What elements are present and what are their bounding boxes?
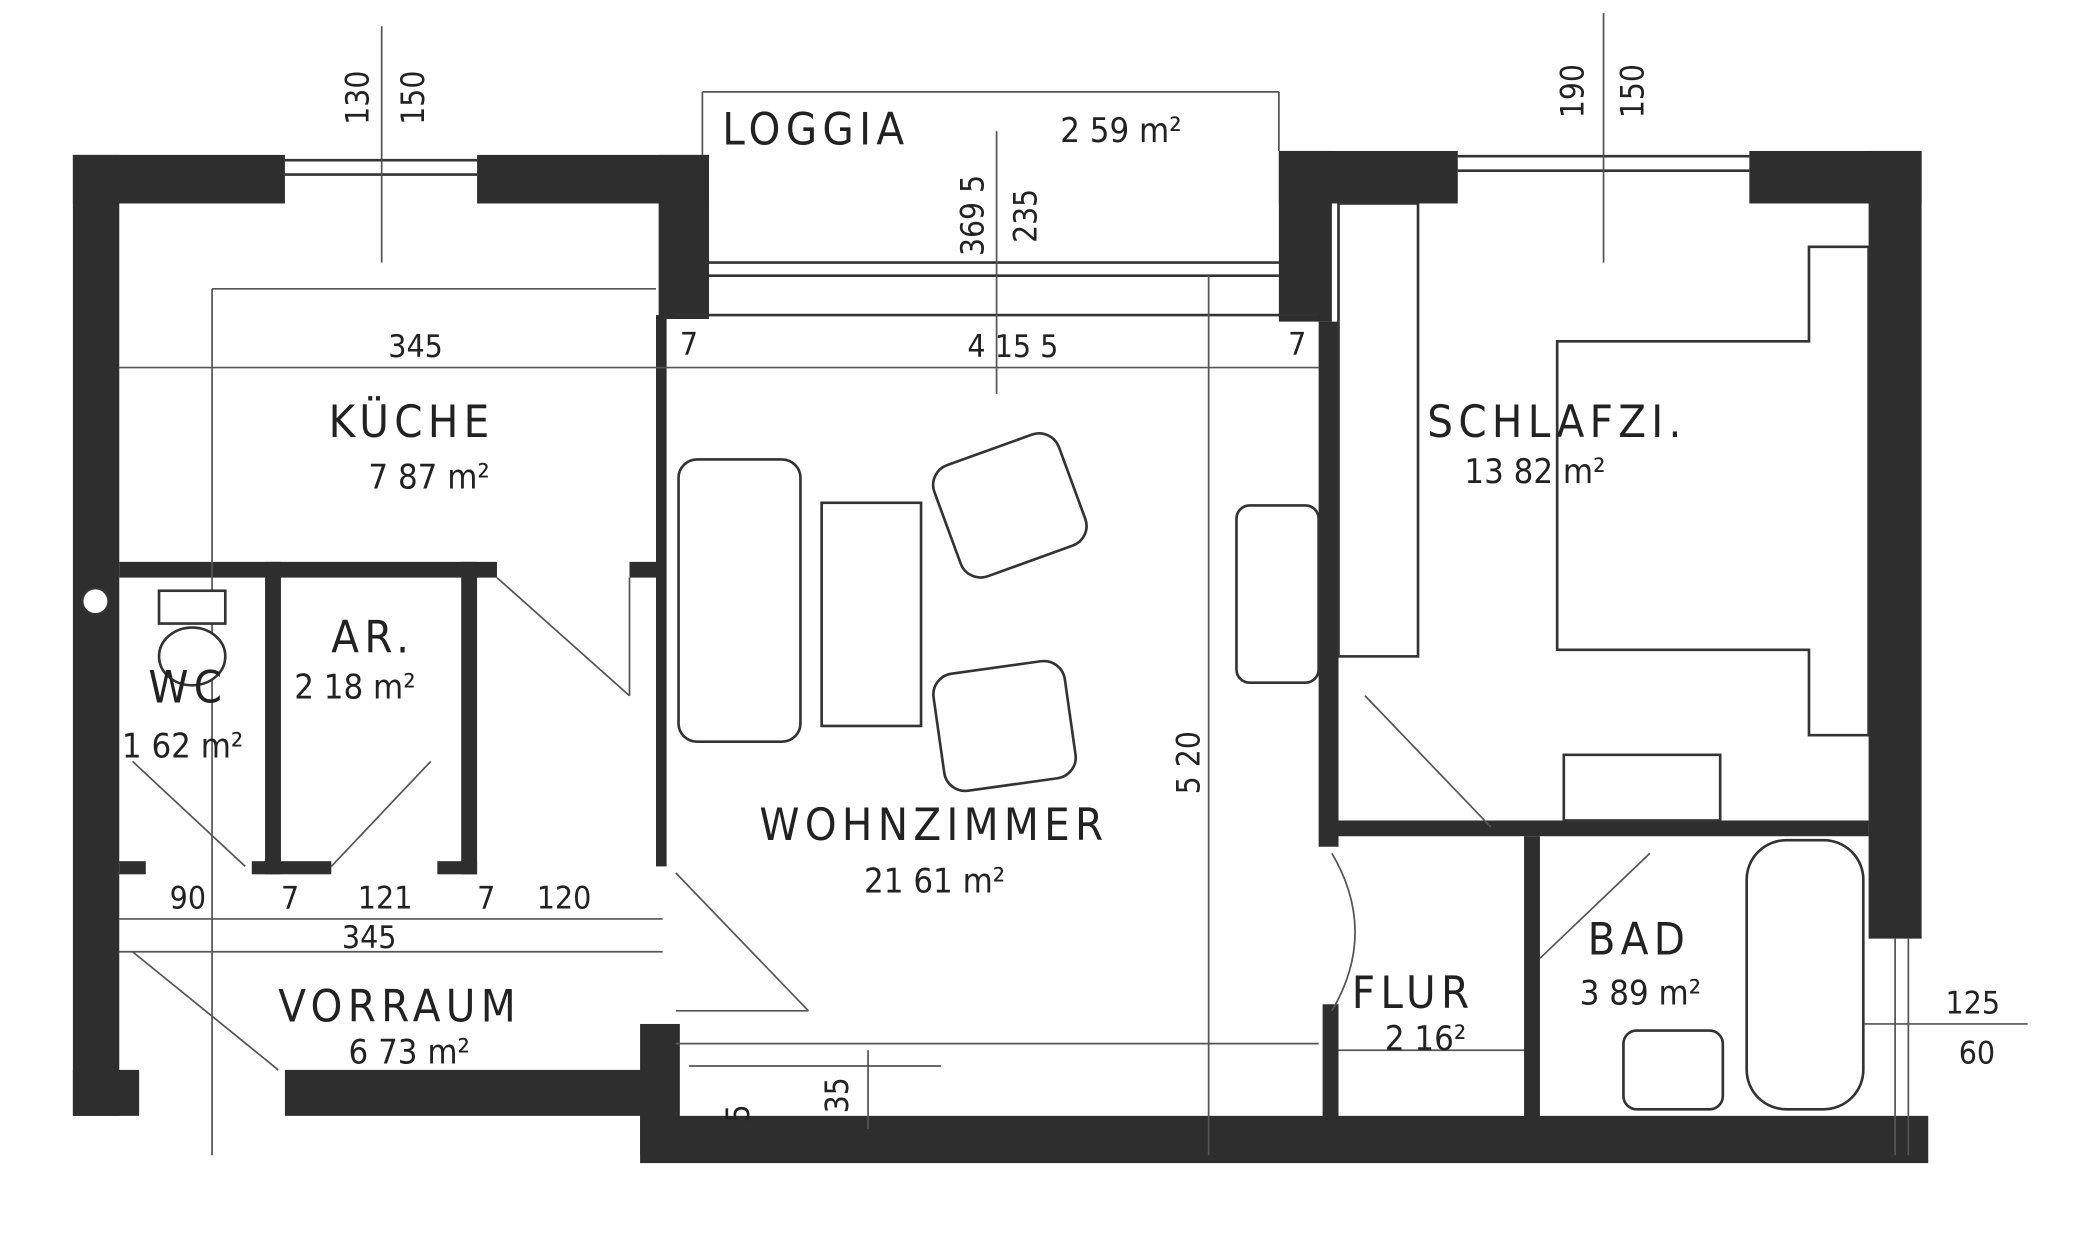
armchair — [932, 659, 1078, 793]
wardrobe — [1337, 202, 1420, 658]
dim-wall-right: 7 — [1288, 327, 1306, 363]
room-area-schlafzimmer: 13 82 m² — [1464, 452, 1605, 492]
walls — [72, 150, 1929, 1164]
room-name-abstellraum: AR. — [331, 611, 414, 664]
wc-basin — [80, 586, 110, 616]
room-name-kueche: KÜCHE — [329, 395, 495, 448]
room-name-schlafzimmer: SCHLAFZI. — [1427, 395, 1686, 448]
dim-loggia-inner: 235 — [1008, 189, 1044, 243]
room-area-kueche: 7 87 m² — [368, 457, 489, 497]
wc-bowl — [157, 626, 227, 687]
room-name-bad: BAD — [1588, 913, 1691, 966]
room-area-wohnzimmer: 21 61 m² — [864, 862, 1005, 902]
dim-kitchen-window-b: 150 — [396, 71, 432, 125]
wc-toilet — [157, 589, 227, 625]
dim-kitchen-window-a: 130 — [340, 71, 376, 125]
dim-hall-width: 120 — [537, 881, 592, 917]
furniture — [80, 202, 1870, 1111]
dim-wall-wc-ar: 7 — [281, 881, 299, 917]
dim-loggia-depth: 369 5 — [955, 175, 991, 256]
room-area-flur: 2 16² — [1385, 1019, 1466, 1059]
armchair — [931, 432, 1088, 579]
room-area-abstellraum: 2 18 m² — [294, 668, 415, 708]
dim-wall-left: 7 — [680, 327, 698, 363]
dim-bath-window-a: 125 — [1945, 986, 2000, 1022]
room-name-vorraum: VORRAUM — [278, 980, 521, 1033]
sofa — [677, 458, 802, 744]
sideboard — [1235, 504, 1320, 684]
dim-living-depth: 5 20 — [1171, 731, 1207, 794]
coffee-table — [820, 501, 923, 728]
dim-bedroom-window-b: 150 — [1615, 64, 1651, 118]
toilet — [1622, 1029, 1725, 1111]
bed — [1555, 245, 1870, 737]
dresser — [1562, 753, 1722, 822]
door-swings — [131, 576, 1651, 1071]
room-name-loggia: LOGGIA — [722, 103, 909, 156]
dim-vorraum-width: 345 — [342, 920, 397, 956]
room-area-wc: 1 62 m² — [122, 727, 243, 767]
dim-living-width: 4 15 5 — [967, 329, 1058, 365]
room-name-wc: WC — [148, 661, 227, 714]
dim-bath-window-b: 60 — [1959, 1035, 1995, 1071]
dim-ar-width: 121 — [358, 881, 413, 917]
dim-kitchen-width: 345 — [388, 329, 443, 365]
dim-wc-width: 90 — [170, 881, 206, 917]
room-area-bad: 3 89 m² — [1580, 973, 1701, 1013]
bathtub — [1745, 838, 1865, 1111]
room-name-flur: FLUR — [1352, 966, 1475, 1019]
room-area-loggia: 2 59 m² — [1060, 111, 1181, 151]
dim-bottom-a: 35 — [820, 1077, 856, 1113]
windows — [119, 13, 2028, 1156]
dim-bedroom-window-a: 190 — [1556, 64, 1592, 118]
dim-wall-ar-hall: 7 — [477, 881, 495, 917]
room-name-wohnzimmer: WOHNZIMMER — [759, 798, 1108, 851]
room-area-vorraum: 6 73 m² — [349, 1032, 470, 1072]
dim-bottom-b: 5 — [721, 1104, 757, 1122]
